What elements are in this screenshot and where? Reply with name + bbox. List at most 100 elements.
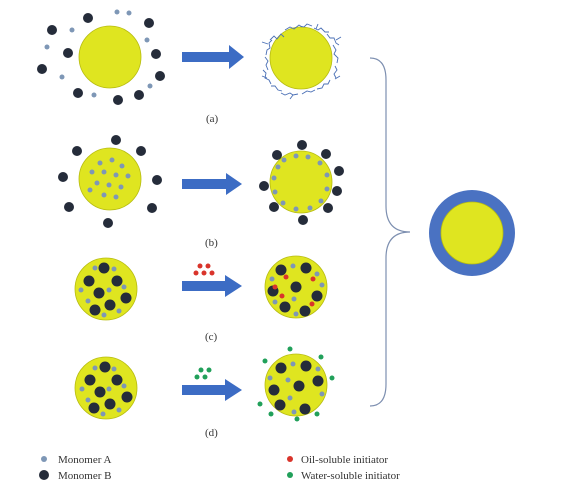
monomer-a (116, 407, 122, 413)
panel-label: (a) (206, 113, 219, 125)
monomer-b (268, 384, 280, 396)
oil-initiator (279, 293, 285, 299)
panel-a-before (37, 9, 165, 105)
oil-initiator (272, 284, 278, 290)
monomer-b (334, 166, 344, 176)
water-initiator (287, 346, 293, 352)
water-initiator (257, 401, 263, 407)
water-initiator (262, 358, 268, 364)
monomer-b (279, 301, 291, 313)
monomer-b (93, 287, 105, 299)
water-initiator (329, 375, 335, 381)
particle-core (269, 26, 333, 90)
monomer-a (315, 366, 321, 372)
monomer-b (152, 175, 162, 185)
monomer-b (275, 362, 287, 374)
monomer-b (300, 360, 312, 372)
core-shell-particle (429, 190, 515, 276)
water-initiator (294, 416, 300, 422)
monomer-a (106, 287, 112, 293)
monomer-b (58, 172, 68, 182)
monomer-b (64, 202, 74, 212)
particle-core (74, 356, 138, 420)
monomer-a-swatch (41, 456, 47, 462)
monomer-a (111, 266, 117, 272)
monomer-a (101, 192, 107, 198)
monomer-a (147, 83, 153, 89)
panel-a: (a) (37, 9, 342, 125)
monomer-a (116, 308, 122, 314)
monomer-a (101, 169, 107, 175)
legend-label-oil-initiator: Oil-soluble initiator (301, 454, 388, 466)
panel-label: (c) (205, 331, 218, 343)
oil-initiator (209, 270, 215, 276)
monomer-b (104, 299, 116, 311)
monomer-a (109, 157, 115, 163)
panel-b-outer-monomers (259, 140, 344, 225)
arrow-shaft (182, 281, 226, 291)
panel-b-surface-monomers (271, 153, 330, 212)
monomer-a (106, 386, 112, 392)
monomer-b (290, 281, 302, 293)
monomer-b (269, 202, 279, 212)
monomer-a (59, 74, 65, 80)
reaction-arrow (182, 275, 242, 297)
monomer-a (114, 9, 120, 15)
monomer-b (311, 290, 323, 302)
monomer-a (101, 312, 107, 318)
particle-core (74, 257, 138, 321)
monomer-b (98, 262, 110, 274)
monomer-b (272, 150, 282, 160)
monomer-b (155, 71, 165, 81)
monomer-a (111, 366, 117, 372)
arrow-shaft (182, 179, 227, 189)
monomer-a (125, 173, 131, 179)
monomer-b (83, 275, 95, 287)
monomer-a (92, 365, 98, 371)
monomer-b (111, 135, 121, 145)
monomer-a (78, 287, 84, 293)
monomer-a (317, 160, 323, 166)
water-initiator (202, 374, 208, 380)
water-initiator (206, 367, 212, 373)
panel-b-outer-monomers (58, 135, 162, 228)
monomer-b (83, 13, 93, 23)
monomer-a (89, 169, 95, 175)
monomer-b (332, 186, 342, 196)
monomer-a (121, 383, 127, 389)
monomer-a (324, 186, 330, 192)
reaction-arrow (182, 45, 244, 69)
monomer-a (291, 296, 297, 302)
arrow-head (225, 379, 242, 401)
monomer-b (136, 146, 146, 156)
monomer-a (113, 194, 119, 200)
panel-c-before (74, 257, 138, 321)
monomer-b (37, 64, 47, 74)
particle-core (78, 147, 142, 211)
monomer-a (267, 375, 273, 381)
arrow-head (225, 275, 242, 297)
monomer-b (259, 181, 269, 191)
legend-label-water-initiator: Water-soluble initiator (301, 470, 400, 482)
panel-b-before (58, 135, 162, 228)
monomer-a (92, 265, 98, 271)
monomer-b (323, 203, 333, 213)
monomer-a (293, 206, 299, 212)
monomer-b (89, 304, 101, 316)
monomer-b (134, 90, 144, 100)
monomer-a (307, 205, 313, 211)
water-initiator (194, 374, 200, 380)
legend-item-monomer-b: Monomer B (39, 470, 111, 482)
monomer-b (94, 386, 106, 398)
particle-core (269, 150, 333, 214)
water-initiator (318, 354, 324, 360)
monomer-a (100, 411, 106, 417)
monomer-b (299, 305, 311, 317)
panel-a-after (261, 23, 342, 100)
monomer-a (119, 163, 125, 169)
monomer-b (147, 203, 157, 213)
monomer-b (297, 140, 307, 150)
polymer-chains (261, 23, 342, 100)
arrow-shaft (182, 52, 231, 62)
